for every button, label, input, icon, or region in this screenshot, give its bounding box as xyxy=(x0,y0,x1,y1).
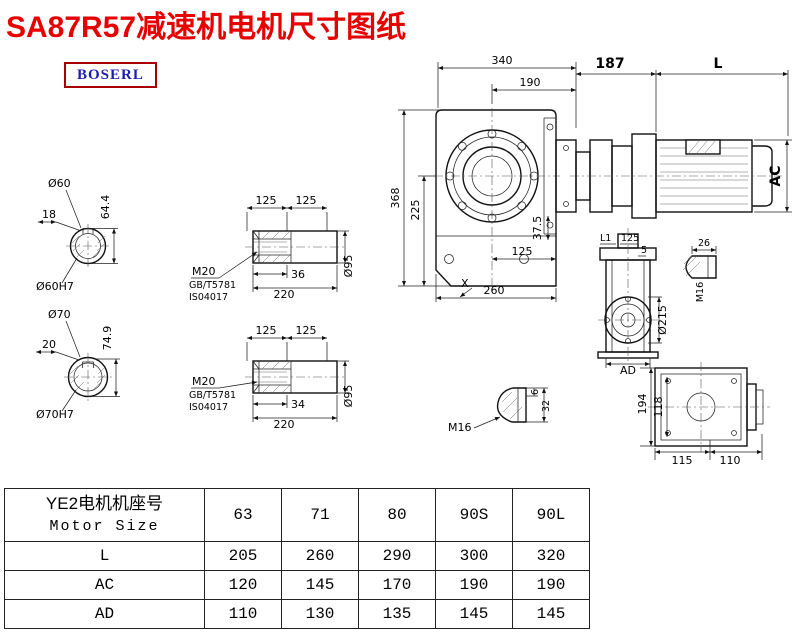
thread-m20-top: M20 xyxy=(192,265,216,278)
shaft70-section-view: Ø70 20 74.9 Ø70H7 xyxy=(36,308,120,421)
motor-size-table: YE2电机机座号 Motor Size 63 71 80 90S 90L L 2… xyxy=(4,488,590,629)
dim-34-bot: 34 xyxy=(291,398,305,411)
cell-AD-3: 145 xyxy=(435,599,513,629)
motor-side-view: 187 L AC xyxy=(555,56,792,219)
cell-L-4: 320 xyxy=(512,541,590,571)
cell-AD-2: 135 xyxy=(358,599,436,629)
row-label-AC: AC xyxy=(4,570,205,600)
gearbox-front-view: 340 190 368 225 37.5 125 260 X xyxy=(389,54,577,302)
cell-AC-1: 145 xyxy=(281,570,359,600)
dim-125b-bot: 125 xyxy=(296,324,317,337)
table-row-AC: AC 120 145 170 190 190 xyxy=(4,570,590,600)
dim-dia215: Ø215 xyxy=(656,305,669,335)
size-col-3: 90S xyxy=(435,488,513,542)
dim-118: 118 xyxy=(652,397,665,418)
table-header-row: YE2电机机座号 Motor Size 63 71 80 90S 90L xyxy=(4,488,590,542)
dim-36-top: 36 xyxy=(291,268,305,281)
table-row-AD: AD 110 130 135 145 145 xyxy=(4,599,590,629)
cell-AD-4: 145 xyxy=(512,599,590,629)
dim-125-front: 125 xyxy=(512,245,533,258)
cell-AC-2: 170 xyxy=(358,570,436,600)
cell-AC-3: 190 xyxy=(435,570,513,600)
dim-AC: AC xyxy=(768,165,784,186)
plug-detail-view: 6 32 M16 xyxy=(448,387,552,434)
std-iso-bot: IS04017 xyxy=(189,402,228,413)
boserl-logo: BOSERL xyxy=(64,62,157,88)
logo-text: BOSERL xyxy=(77,67,144,83)
gearbox-rear-view: 194 118 115 110 xyxy=(636,362,770,467)
std-iso-top: IS04017 xyxy=(189,292,228,303)
dim-37-5: 37.5 xyxy=(531,216,544,241)
dim-125a-bot: 125 xyxy=(256,324,277,337)
dim-32-plug: 32 xyxy=(541,400,552,412)
size-col-4: 90L xyxy=(512,488,590,542)
hollow-shaft-top-view: 125 125 M20 GB/T5781 IS04017 36 220 Ø95 xyxy=(189,194,355,303)
motor-size-header-cn: YE2电机机座号 xyxy=(45,494,164,513)
size-col-1: 71 xyxy=(281,488,359,542)
cell-L-1: 260 xyxy=(281,541,359,571)
std-gbt-bot: GB/T5781 xyxy=(189,390,236,401)
cell-AD-0: 110 xyxy=(204,599,282,629)
shaft70-keyw-label: 20 xyxy=(42,338,56,351)
dim-dia95-bot: Ø95 xyxy=(342,385,355,408)
dim-225: 225 xyxy=(409,200,422,221)
dim-220-top: 220 xyxy=(274,288,295,301)
page-title: SA87R57减速机电机尺寸图纸 xyxy=(6,11,407,44)
cell-L-3: 300 xyxy=(435,541,513,571)
technical-drawing: Ø60 18 64.4 Ø60H7 Ø70 20 xyxy=(36,54,792,467)
dim-220-bot: 220 xyxy=(274,418,295,431)
dim-190: 190 xyxy=(520,76,541,89)
dim-dia95-top: Ø95 xyxy=(342,255,355,278)
dim-L: L xyxy=(714,56,723,72)
cell-AD-1: 130 xyxy=(281,599,359,629)
table-row-L: L 205 260 290 300 320 xyxy=(4,541,590,571)
dim-110: 110 xyxy=(720,454,741,467)
shaft70-dia-label: Ø70 xyxy=(48,308,71,321)
shaft70-bore-label: Ø70H7 xyxy=(36,408,74,421)
dim-125-side: 125 xyxy=(621,233,639,244)
dim-368: 368 xyxy=(389,188,402,209)
cell-L-2: 290 xyxy=(358,541,436,571)
row-label-L: L xyxy=(4,541,205,571)
dim-340: 340 xyxy=(492,54,513,67)
shaft60-keyw-label: 18 xyxy=(42,208,56,221)
shaft60-dia-label: Ø60 xyxy=(48,177,71,190)
thread-m16-side: M16 xyxy=(695,282,706,302)
thread-m16-plug: M16 xyxy=(448,421,472,434)
shaft60-section-view: Ø60 18 64.4 Ø60H7 xyxy=(36,177,118,293)
hollow-shaft-bottom-view: 125 125 M20 GB/T5781 IS04017 34 220 Ø95 xyxy=(189,324,355,431)
dim-115: 115 xyxy=(672,454,693,467)
dim-187: 187 xyxy=(595,56,624,72)
dim-194: 194 xyxy=(636,394,649,415)
shaft60-keyh-label: 64.4 xyxy=(99,195,112,220)
dim-260: 260 xyxy=(484,284,505,297)
dim-26: 26 xyxy=(698,238,710,249)
dim-125a-top: 125 xyxy=(256,194,277,207)
gearbox-side-view: L1 125 5 Ø215 AD 26 M16 xyxy=(597,228,717,377)
shaft60-bore-label: Ø60H7 xyxy=(36,280,74,293)
motor-size-header-cell: YE2电机机座号 Motor Size xyxy=(4,488,205,542)
view-mark-x: X xyxy=(461,277,469,290)
thread-m20-bot: M20 xyxy=(192,375,216,388)
size-col-2: 80 xyxy=(358,488,436,542)
cell-L-0: 205 xyxy=(204,541,282,571)
row-label-AD: AD xyxy=(4,599,205,629)
dim-125b-top: 125 xyxy=(296,194,317,207)
dim-6-plug: 6 xyxy=(530,389,541,395)
size-col-0: 63 xyxy=(204,488,282,542)
motor-size-header-en: Motor Size xyxy=(49,518,160,535)
cell-AC-4: 190 xyxy=(512,570,590,600)
std-gbt-top: GB/T5781 xyxy=(189,280,236,291)
dim-5-side: 5 xyxy=(641,245,647,256)
dim-AD: AD xyxy=(620,364,636,377)
cell-AC-0: 120 xyxy=(204,570,282,600)
shaft70-keyh-label: 74.9 xyxy=(101,326,114,351)
dim-L1: L1 xyxy=(600,233,611,244)
